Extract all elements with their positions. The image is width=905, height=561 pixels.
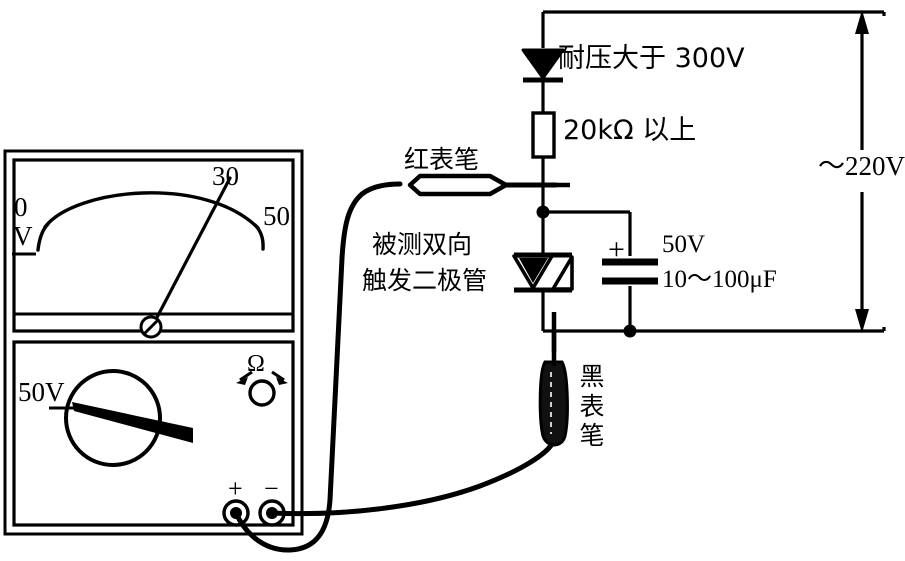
black-probe-label: 黑表笔 <box>579 362 605 450</box>
meter-pointer <box>151 176 232 327</box>
ohm-adjust-label: Ω <box>247 351 265 377</box>
red-probe-label: 红表笔 <box>404 145 480 174</box>
test-leads <box>233 181 555 553</box>
diac-triangle-right <box>551 255 574 291</box>
diode-triangle <box>521 48 565 80</box>
scale-max-label: 50 <box>263 201 290 231</box>
ohm-adjust-knob[interactable] <box>248 379 276 407</box>
junction-dot-lower <box>623 324 637 338</box>
supply-arrow-head-up <box>855 10 869 34</box>
meter-pointer-pivot-slot <box>142 318 160 336</box>
scale-mid-label: 30 <box>212 161 239 191</box>
diode-symbol <box>521 48 565 83</box>
ohm-arrow-left-head <box>236 377 248 385</box>
black-probe-body <box>538 360 569 447</box>
terminal-positive-label: + <box>228 474 243 503</box>
ohm-arrow-right-shaft <box>271 370 285 382</box>
capacitor-symbol <box>602 258 658 285</box>
diode-rating-label: 耐压大于 300V <box>558 43 745 74</box>
meter-scale-arc-end <box>253 223 265 251</box>
diac-label-line-1: 被测双向 <box>372 230 473 259</box>
scale-function-label: V <box>13 221 33 251</box>
ohm-arrow-left-shaft <box>239 370 253 382</box>
meter-scale-arc-main <box>43 191 260 230</box>
diac-triangle-left-fill <box>519 258 548 283</box>
red-probe-body <box>407 173 509 197</box>
ohm-zero-adjust[interactable] <box>236 370 288 407</box>
capacitor-voltage-label: 50V <box>662 231 706 258</box>
capacitor-polarity-label: + <box>608 233 625 266</box>
meter-outer-case <box>3 149 304 536</box>
scale-min-label: 0 <box>14 192 28 222</box>
red-probe-lead <box>233 181 403 553</box>
capacitor-value-label: 10～100μF <box>662 266 777 293</box>
range-selector-pointer[interactable] <box>72 402 193 443</box>
supply-dimension-arrow <box>855 10 869 333</box>
diac-label-line-2: 触发二极管 <box>362 266 488 295</box>
resistor-symbol <box>531 111 556 159</box>
supply-voltage-label: ～220V <box>818 151 905 181</box>
resistor-value-label: 20kΩ 以上 <box>563 115 697 146</box>
meter-scale-panel <box>12 158 295 333</box>
supply-arrow-head-down <box>855 309 869 333</box>
circuit-wiring <box>541 10 886 333</box>
black-probe-lead <box>269 441 555 517</box>
diac-symbol <box>512 252 574 293</box>
junction-dot-upper <box>536 205 550 219</box>
terminal-negative-label: − <box>264 474 279 503</box>
range-selector-label: 50V <box>18 377 65 407</box>
multimeter <box>3 149 304 536</box>
ohm-arrow-right-head <box>276 377 288 385</box>
